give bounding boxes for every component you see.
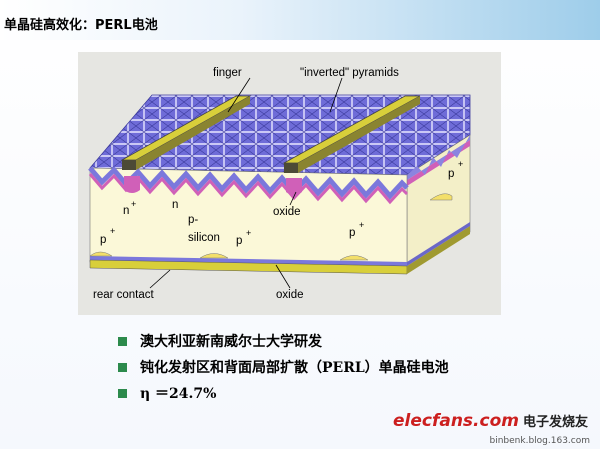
label-p-plus-mid: p xyxy=(236,235,242,247)
watermark-brand-text: elecfans.com xyxy=(393,411,519,431)
rear-oxide-front xyxy=(90,256,407,266)
finger-left-side xyxy=(136,96,250,170)
p-plus-bump-right xyxy=(339,255,369,261)
bullet-item: η ＝24.7% xyxy=(118,380,538,406)
finger-right-side xyxy=(298,96,420,173)
label-p-plus-left: p xyxy=(100,234,106,246)
label-plus-mid: + xyxy=(246,228,251,238)
bullet-text: η ＝24.7% xyxy=(140,386,217,402)
label-p-silicon-2: silicon xyxy=(188,232,220,244)
label-finger: finger xyxy=(213,67,242,79)
title-band xyxy=(0,0,600,40)
n-plus-region-left xyxy=(124,176,140,193)
label-p-plus-right-low: p xyxy=(349,227,355,239)
rear-oxide-side xyxy=(407,222,470,266)
finger-right-front xyxy=(284,163,298,173)
rear-contact-leader xyxy=(149,269,171,289)
label-plus-right-high: + xyxy=(458,159,463,169)
label-inverted-pyramids: "inverted" pyramids xyxy=(300,67,399,79)
oxide-top-leader xyxy=(289,191,297,206)
oxide-bottom-leader xyxy=(275,264,291,289)
label-oxide-bottom: oxide xyxy=(276,289,304,301)
n-plus-region-right xyxy=(286,178,302,195)
watermark-cn-text: 电子发烧友 xyxy=(522,415,588,430)
bullet-text: 钝化发射区和背面局部扩散（PERL）单晶硅电池 xyxy=(140,360,449,376)
square-bullet-icon xyxy=(118,336,127,346)
bullet-item: 钝化发射区和背面局部扩散（PERL）单晶硅电池 xyxy=(118,354,538,380)
bullet-list: 澳大利亚新南威尔士大学研发 钝化发射区和背面局部扩散（PERL）单晶硅电池 η … xyxy=(118,328,538,406)
finger-left-front xyxy=(122,160,136,170)
label-p-plus-right-high: p xyxy=(448,168,454,180)
square-bullet-icon xyxy=(118,362,127,372)
bullet-item: 澳大利亚新南威尔士大学研发 xyxy=(118,328,538,354)
label-rear-contact: rear contact xyxy=(93,289,155,301)
p-plus-bump-side xyxy=(429,193,453,201)
label-p-silicon-1: p- xyxy=(188,214,198,226)
p-plus-bump-left xyxy=(89,251,113,257)
square-bullet-icon xyxy=(118,388,127,398)
label-plus-right-low: + xyxy=(359,220,364,230)
right-face-zigzag xyxy=(407,135,470,180)
label-oxide-top: oxide xyxy=(273,206,301,218)
front-zigzag-emitter xyxy=(88,173,409,205)
pyramids-leader xyxy=(329,77,343,113)
watermark-url: binbenk.blog.163.com xyxy=(489,436,591,446)
label-n-plus-sup: + xyxy=(131,199,136,209)
front-zigzag-oxide xyxy=(88,166,409,200)
p-plus-bump-mid xyxy=(199,253,229,259)
slide-title: 单晶硅高效化：PERL电池 xyxy=(4,18,158,33)
rear-contact-side xyxy=(407,226,470,274)
label-plus-left: + xyxy=(110,226,115,236)
bullet-text: 澳大利亚新南威尔士大学研发 xyxy=(140,334,322,350)
label-n: n xyxy=(172,199,178,211)
label-n-plus: n xyxy=(123,205,129,217)
finger-leader xyxy=(227,77,251,113)
